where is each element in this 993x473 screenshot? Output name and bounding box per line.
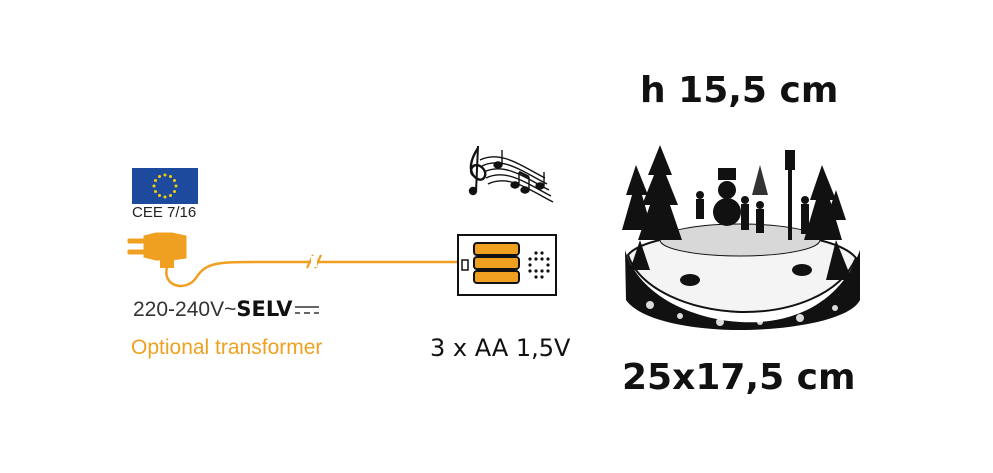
cable-break-mark: [306, 254, 322, 269]
cert-label: CEE 7/16: [132, 204, 197, 221]
speaker-grille: [528, 251, 550, 279]
footprint-dimension: 25x17,5 cm: [622, 357, 856, 398]
battery-box-icon: [457, 234, 557, 296]
eu-flag-icon: [132, 168, 198, 204]
power-cable: [165, 260, 458, 288]
winter-scene-image: [622, 145, 860, 330]
voltage-text: 220-240V~: [133, 298, 237, 321]
voltage-line: 220-240V~SELV: [133, 297, 320, 322]
optional-transformer-label: Optional transformer: [131, 336, 323, 359]
power-plug-icon: [127, 232, 187, 268]
dc-symbol-icon: [294, 306, 319, 315]
music-notes-icon: [468, 145, 554, 203]
selv-text: SELV: [236, 297, 293, 321]
battery-label: 3 x AA 1,5V: [430, 334, 571, 362]
height-dimension: h 15,5 cm: [640, 70, 839, 111]
